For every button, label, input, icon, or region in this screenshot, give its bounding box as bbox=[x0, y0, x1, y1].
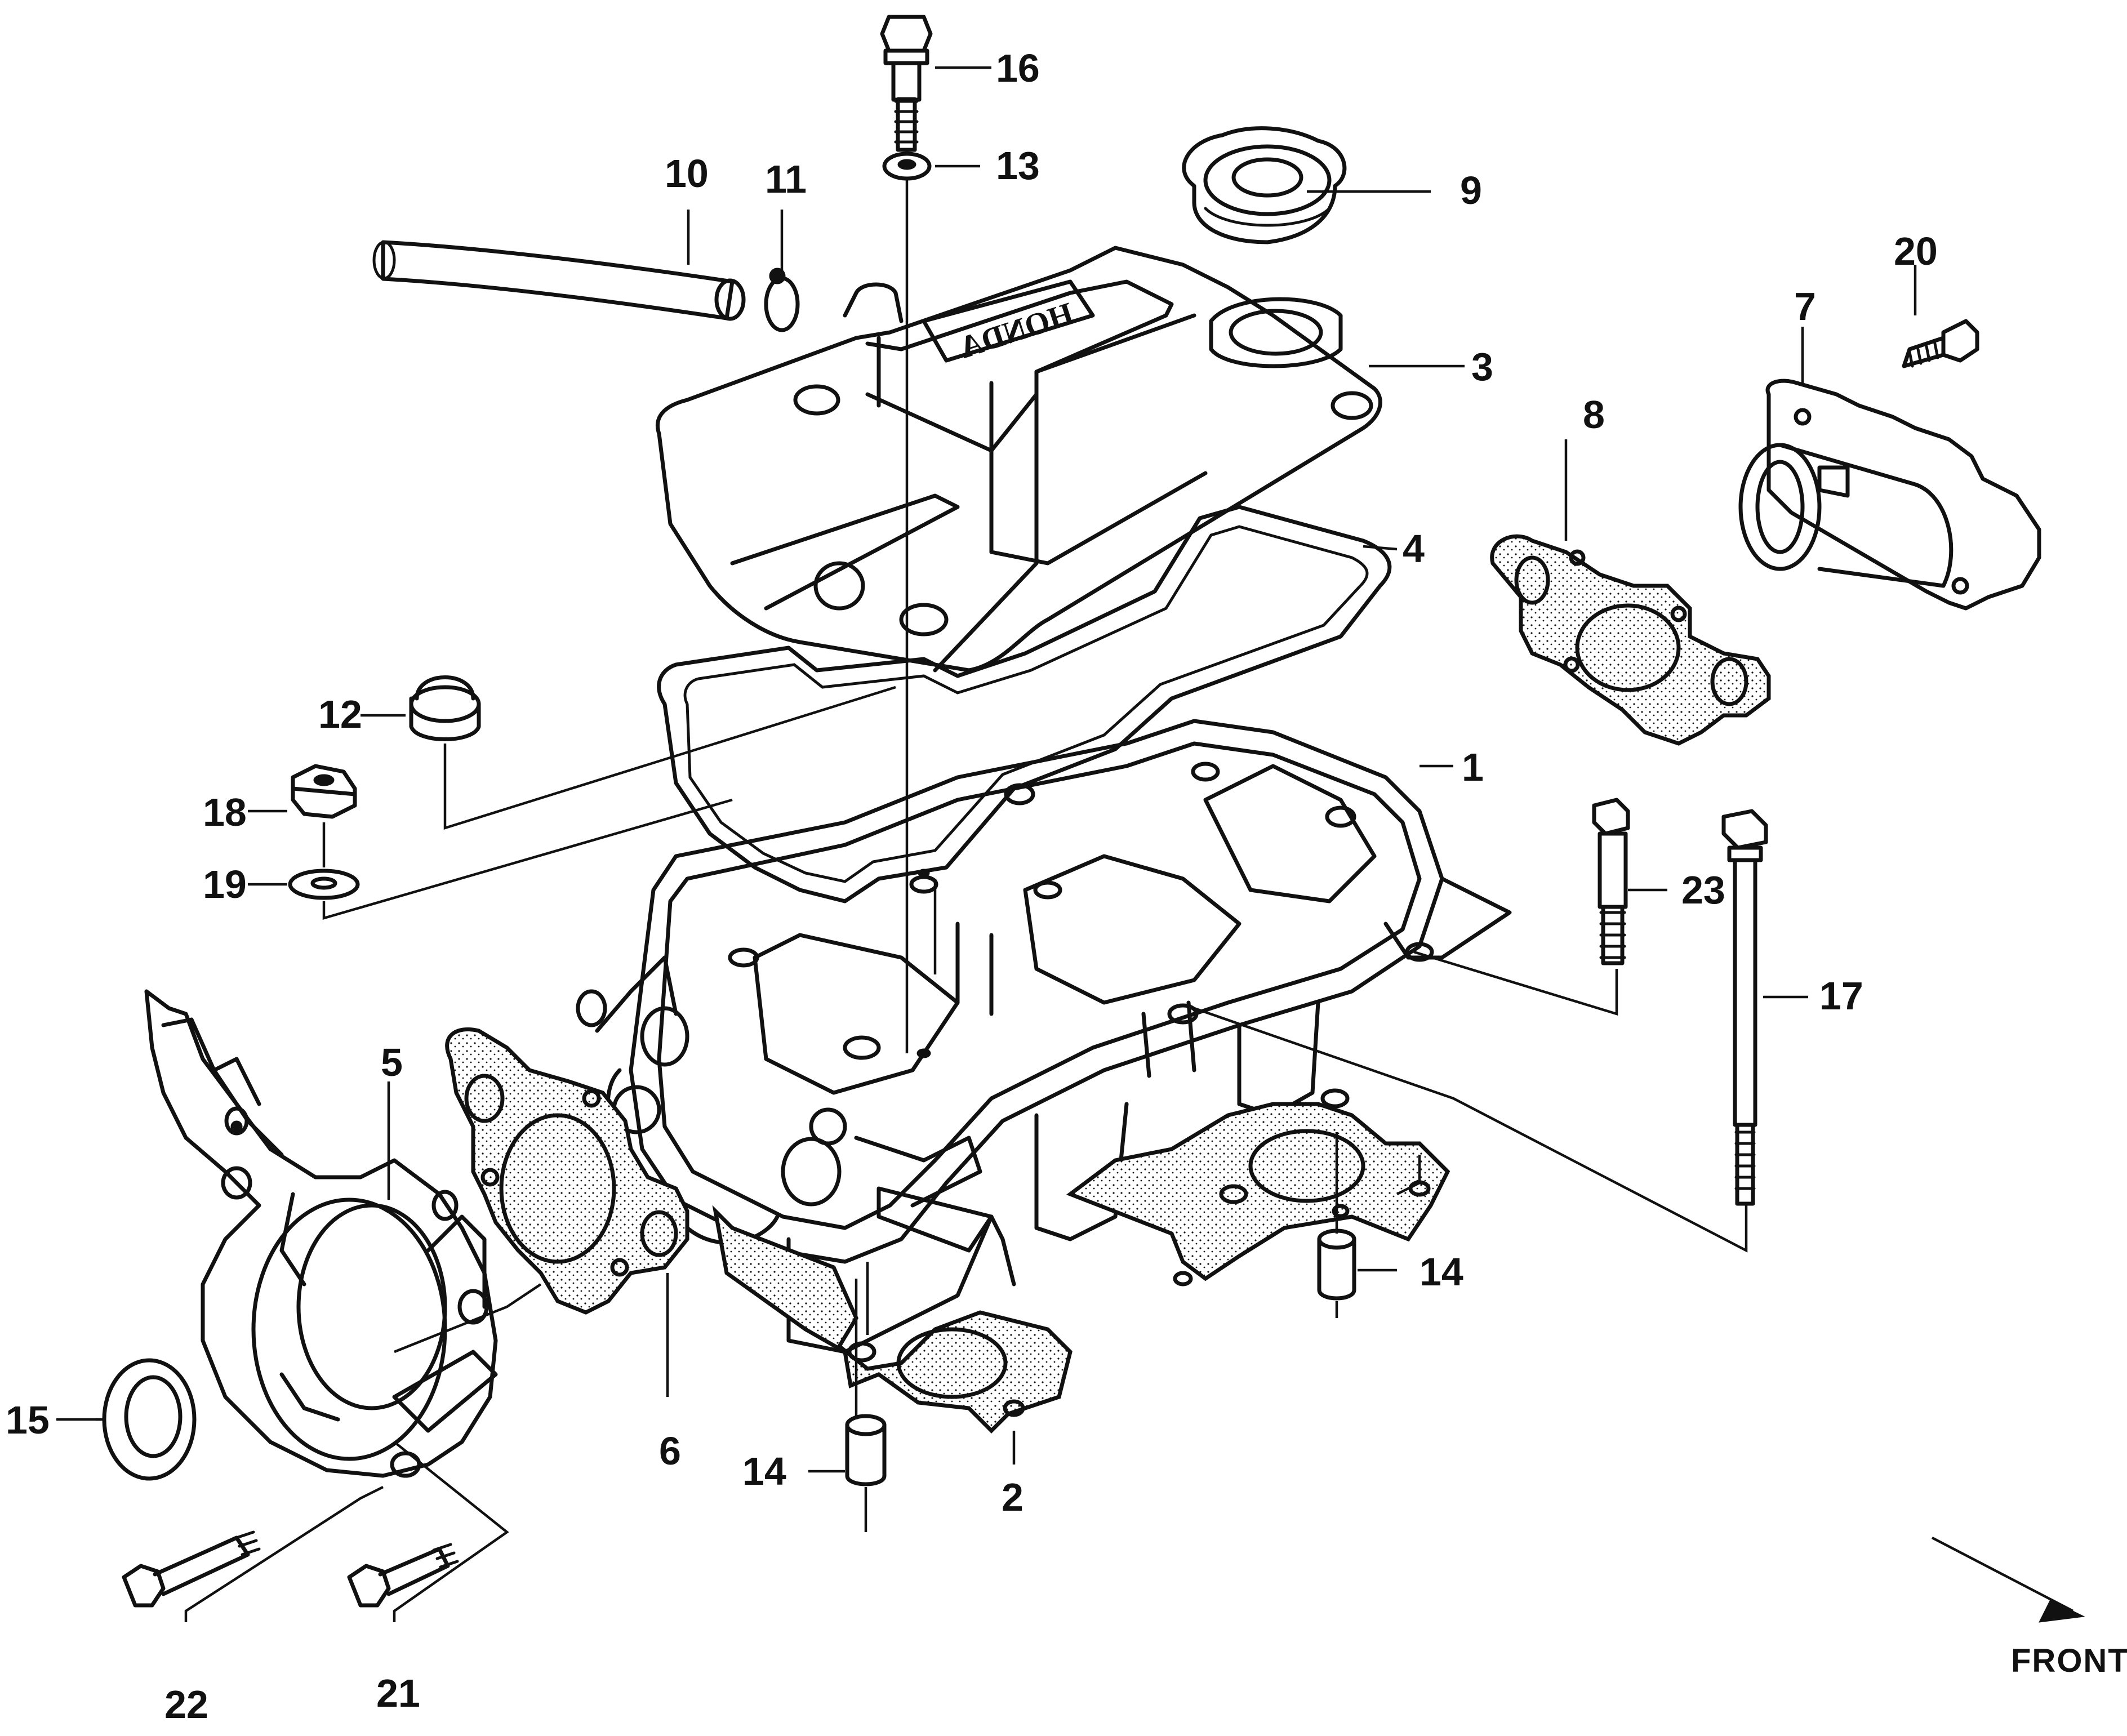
hose-clamp bbox=[764, 268, 800, 332]
front-direction-arrow: FRONT bbox=[1931, 1537, 2127, 1679]
callout-23: 23 bbox=[1681, 868, 1725, 912]
callout-14a: 14 bbox=[742, 1449, 786, 1493]
callout-7: 7 bbox=[1794, 284, 1816, 328]
callout-17: 17 bbox=[1819, 974, 1863, 1018]
callout-21: 21 bbox=[376, 1671, 420, 1715]
head-bolt-long bbox=[1721, 809, 1768, 1206]
callout-labels: 1 2 3 4 5 6 7 8 9 10 11 12 13 14 14 15 1… bbox=[6, 46, 1938, 1726]
dowel-pin-right bbox=[1317, 1228, 1356, 1301]
oil-filler-cap bbox=[1182, 126, 1347, 244]
callout-2: 2 bbox=[1002, 1475, 1024, 1519]
plain-washer bbox=[288, 869, 360, 900]
housing-bolt bbox=[1902, 319, 1979, 368]
callout-20: 20 bbox=[1894, 229, 1938, 273]
callout-13: 13 bbox=[996, 144, 1040, 188]
cylinder-head-gasket bbox=[712, 1088, 1450, 1434]
leader-lines bbox=[56, 66, 1917, 1622]
front-label: FRONT bbox=[2011, 1642, 2127, 1679]
callout-10: 10 bbox=[665, 152, 709, 195]
breather-hose bbox=[372, 240, 746, 321]
flange-bolt-short bbox=[347, 1543, 459, 1608]
callout-3: 3 bbox=[1471, 345, 1493, 389]
hex-nut bbox=[291, 764, 357, 819]
callout-22: 22 bbox=[164, 1682, 208, 1726]
callout-8: 8 bbox=[1583, 393, 1605, 437]
callout-9: 9 bbox=[1460, 168, 1482, 212]
water-outlet-housing bbox=[1738, 379, 2041, 611]
callout-6: 6 bbox=[659, 1429, 681, 1473]
dowel-pin-center bbox=[845, 1414, 887, 1486]
callout-12: 12 bbox=[318, 692, 362, 736]
valve-cover-gasket bbox=[657, 505, 1392, 903]
callout-14b: 14 bbox=[1420, 1250, 1463, 1294]
exhaust-gasket-front bbox=[445, 1027, 689, 1315]
head-bolt-short bbox=[1592, 798, 1630, 965]
cover-bolt bbox=[880, 15, 933, 152]
sealing-washer bbox=[882, 152, 932, 181]
callout-19: 19 bbox=[203, 862, 247, 906]
cap-nut bbox=[409, 675, 481, 741]
intake-gasket-rear bbox=[1490, 534, 1771, 746]
callout-1: 1 bbox=[1462, 745, 1484, 789]
callout-18: 18 bbox=[203, 790, 247, 834]
callout-4: 4 bbox=[1403, 527, 1425, 571]
flange-bolt-long bbox=[122, 1530, 261, 1608]
cam-holder-cover bbox=[144, 989, 498, 1478]
callout-15: 15 bbox=[6, 1398, 50, 1442]
callout-11: 11 bbox=[765, 157, 807, 201]
oil-seal bbox=[102, 1358, 197, 1481]
callout-16: 16 bbox=[996, 46, 1040, 90]
callout-5: 5 bbox=[381, 1040, 403, 1084]
